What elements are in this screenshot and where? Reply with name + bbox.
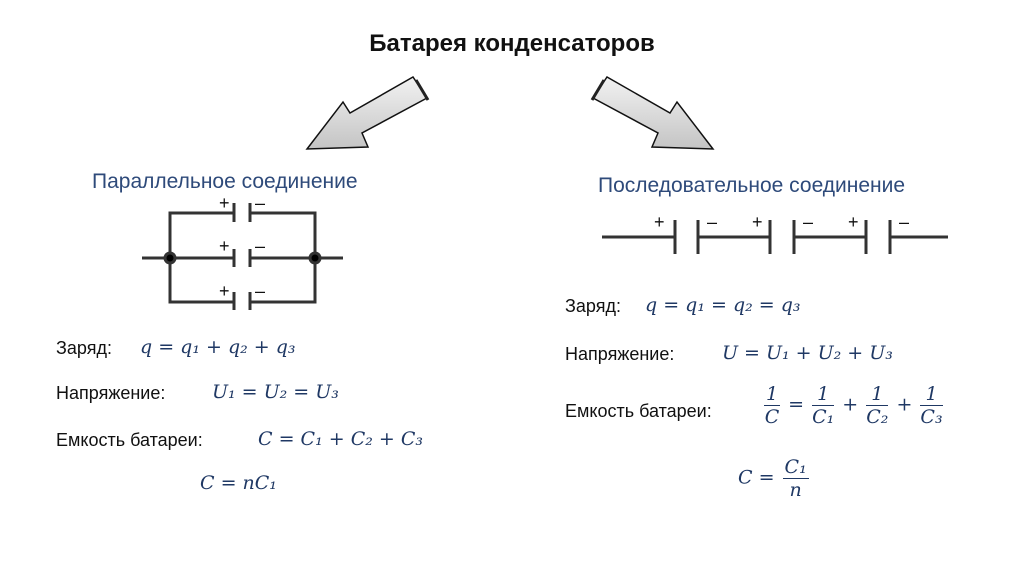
frac-num: 1 bbox=[764, 383, 781, 406]
minus-sign: – bbox=[707, 212, 718, 232]
frac-num: 1 bbox=[812, 383, 835, 406]
arrow-right-icon bbox=[590, 76, 715, 150]
series-circuit bbox=[602, 220, 948, 254]
parallel-circuit bbox=[142, 203, 343, 310]
plus-sign: + bbox=[219, 236, 230, 256]
plus-sign: + bbox=[219, 193, 230, 213]
parallel-capacity-label: Емкость батареи: bbox=[56, 430, 203, 450]
equal-lhs: C = bbox=[738, 466, 775, 489]
frac-num: C₁ bbox=[782, 456, 809, 479]
series-charge-label: Заряд: bbox=[565, 296, 621, 316]
parallel-charge-formula: q = q₁ + q₂ + q₃ bbox=[140, 336, 296, 358]
minus-sign: – bbox=[899, 212, 910, 232]
frac-den: C₂ bbox=[866, 406, 889, 428]
series-voltage-formula: U = U₁ + U₂ + U₃ bbox=[722, 342, 893, 364]
plus-sign: + bbox=[219, 281, 230, 301]
parallel-voltage-formula: U₁ = U₂ = U₃ bbox=[212, 381, 339, 403]
parallel-capacity-formula: C = C₁ + C₂ + C₃ bbox=[258, 428, 423, 450]
frac-den: C₁ bbox=[812, 406, 835, 428]
plus-sign: + bbox=[752, 212, 763, 232]
minus-sign: – bbox=[803, 212, 814, 232]
parallel-equal-formula: C = nC₁ bbox=[200, 472, 277, 494]
frac-num: 1 bbox=[866, 383, 889, 406]
minus-sign: – bbox=[255, 193, 266, 213]
series-charge-formula: q = q₁ = q₂ = q₃ bbox=[645, 294, 801, 316]
minus-sign: – bbox=[255, 281, 266, 301]
arrow-left-icon bbox=[305, 76, 430, 150]
series-heading: Последовательное соединение bbox=[598, 174, 906, 197]
frac-den: C₃ bbox=[920, 406, 943, 428]
parallel-voltage-label: Напряжение: bbox=[56, 383, 166, 403]
plus-sign: + bbox=[654, 212, 665, 232]
page-title: Батарея конденсаторов bbox=[369, 30, 655, 57]
frac-num: 1 bbox=[920, 383, 943, 406]
plus-sign: + bbox=[848, 212, 859, 232]
series-capacity-label: Емкость батареи: bbox=[565, 401, 712, 421]
series-voltage-label: Напряжение: bbox=[565, 344, 675, 364]
frac-den: n bbox=[789, 479, 802, 501]
parallel-charge-label: Заряд: bbox=[56, 338, 112, 358]
minus-sign: – bbox=[255, 236, 266, 256]
frac-den: C bbox=[764, 406, 780, 428]
parallel-heading: Параллельное соединение bbox=[92, 170, 358, 193]
